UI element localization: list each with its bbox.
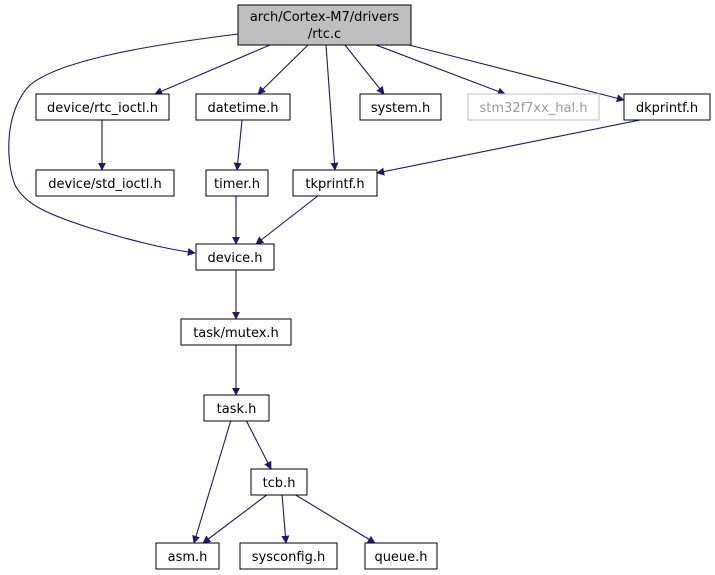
node-task-h[interactable]: task.h xyxy=(203,394,270,422)
edge-task-to-asm xyxy=(192,419,232,544)
edge-tkprintf-to-device xyxy=(255,194,320,245)
svg-text:tkprintf.h: tkprintf.h xyxy=(305,177,364,192)
node-asm-h[interactable]: asm.h xyxy=(155,542,220,570)
edge-tcb-to-sysconfig xyxy=(281,493,290,544)
edge-rtc-to-system xyxy=(344,44,385,95)
edge-rtc-to-rtc-ioctl xyxy=(154,44,271,95)
node-device-rtc-ioctl-h[interactable]: device/rtc_ioctl.h xyxy=(35,93,170,121)
node-timer-h[interactable]: timer.h xyxy=(205,169,269,197)
edge-rtc-to-device xyxy=(8,33,239,256)
svg-text:device.h: device.h xyxy=(207,251,262,266)
node-system-h[interactable]: system.h xyxy=(359,93,442,121)
node-sysconfig-h[interactable]: sysconfig.h xyxy=(239,542,338,570)
edge-rtc-to-datetime xyxy=(257,44,309,95)
node-tcb-h[interactable]: tcb.h xyxy=(250,468,308,496)
edge-tcb-to-queue xyxy=(293,493,376,544)
edge-datetime-to-timer xyxy=(233,119,243,171)
svg-text:timer.h: timer.h xyxy=(214,177,260,192)
edge-task-to-tcb xyxy=(245,419,272,470)
node-stm32f7xx-hal-h: stm32f7xx_hal.h xyxy=(467,93,600,121)
svg-text:device/rtc_ioctl.h: device/rtc_ioctl.h xyxy=(47,101,158,116)
node-tkprintf-h[interactable]: tkprintf.h xyxy=(292,169,378,197)
edge-rtc-to-dkprintf xyxy=(408,44,625,103)
svg-text:task.h: task.h xyxy=(217,402,257,417)
svg-text:queue.h: queue.h xyxy=(374,550,427,565)
node-device-h[interactable]: device.h xyxy=(195,243,275,271)
edge-tcb-to-asm xyxy=(202,493,269,544)
node-rtc-c-line1: arch/Cortex-M7/drivers xyxy=(250,10,400,25)
node-datetime-h[interactable]: datetime.h xyxy=(195,93,291,121)
svg-text:tcb.h: tcb.h xyxy=(263,476,296,491)
svg-text:datetime.h: datetime.h xyxy=(207,101,278,116)
node-queue-h[interactable]: queue.h xyxy=(364,542,438,570)
svg-text:dkprintf.h: dkprintf.h xyxy=(636,101,698,116)
node-rtc-c-line2: /rtc.c xyxy=(308,27,341,42)
node-device-std-ioctl-h[interactable]: device/std_ioctl.h xyxy=(35,169,175,197)
edge-dkprintf-to-tkprintf xyxy=(376,119,641,176)
node-task-mutex-h[interactable]: task/mutex.h xyxy=(180,318,292,346)
svg-text:task/mutex.h: task/mutex.h xyxy=(193,326,279,341)
svg-text:device/std_ioctl.h: device/std_ioctl.h xyxy=(48,177,162,192)
svg-text:sysconfig.h: sysconfig.h xyxy=(252,550,325,565)
edge-rtc-to-stm32 xyxy=(375,44,506,96)
node-dkprintf-h[interactable]: dkprintf.h xyxy=(623,93,711,121)
svg-text:asm.h: asm.h xyxy=(168,550,208,565)
svg-text:stm32f7xx_hal.h: stm32f7xx_hal.h xyxy=(480,101,588,116)
node-rtc-c: arch/Cortex-M7/drivers /rtc.c xyxy=(237,4,412,46)
edge-rtc-to-tkprintf xyxy=(325,44,339,171)
edges xyxy=(8,33,641,544)
svg-text:system.h: system.h xyxy=(371,101,430,116)
